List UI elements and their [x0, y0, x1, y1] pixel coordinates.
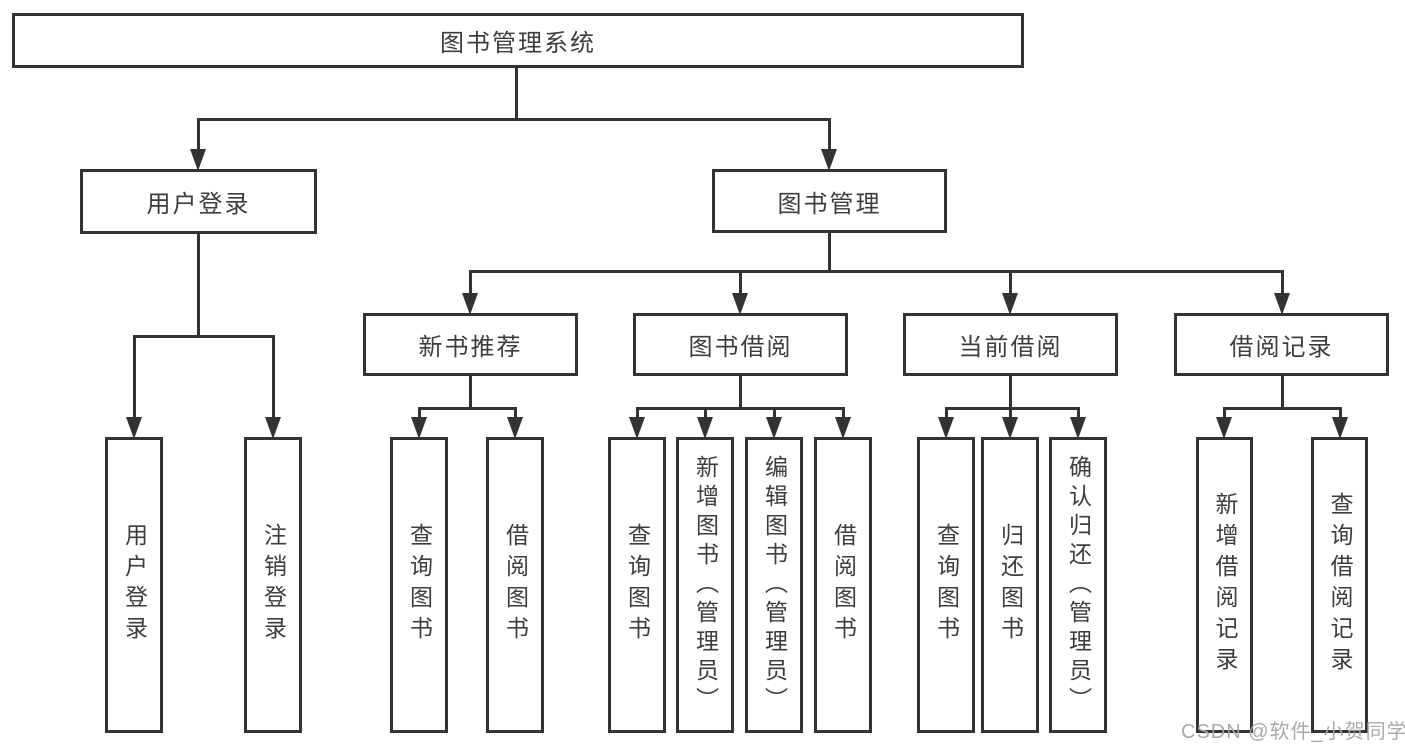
arrow-down-icon	[821, 149, 837, 171]
connector-drop	[945, 407, 948, 421]
leaf-label: 查询图书	[933, 523, 960, 647]
node-label: 用户登录	[146, 191, 251, 218]
arrow-down-icon	[697, 417, 713, 439]
connector-user-login-splitter	[133, 335, 274, 338]
arrow-down-icon	[1002, 293, 1018, 315]
node-label: 当前借阅	[958, 334, 1063, 361]
node-label: 图书管理系统	[440, 30, 596, 57]
leaf-label: 新增图书（管理员）	[692, 454, 719, 716]
connector-book-borrow-stem	[739, 376, 742, 407]
connector-drop	[1223, 407, 1226, 421]
arrow-down-icon	[411, 417, 427, 439]
arrow-down-icon	[629, 417, 645, 439]
arrow-down-icon	[507, 417, 523, 439]
connector-user-login-stem	[197, 234, 200, 335]
arrow-down-icon	[1274, 293, 1290, 315]
leaf-label: 确认归还（管理员）	[1065, 454, 1092, 716]
leaf-label: 归还图书	[997, 523, 1024, 647]
connector-borrow-records-splitter	[1223, 407, 1341, 410]
connector-new-book-stem	[469, 376, 472, 407]
connector-drop-book-borrow	[739, 270, 742, 297]
connector-current-borrow-splitter	[945, 407, 1079, 410]
leaf-label: 新增借阅记录	[1212, 492, 1238, 678]
node-current-borrow: 当前借阅	[903, 313, 1118, 376]
connector-drop-current-borrow	[1009, 270, 1012, 297]
connector-drop	[1339, 407, 1342, 421]
leaf-add-books-admin: 新增图书（管理员）	[676, 437, 734, 733]
leaf-label: 借阅图书	[502, 523, 529, 647]
leaf-label: 用户登录	[121, 523, 148, 647]
node-book-management: 图书管理	[712, 169, 947, 233]
node-book-borrow: 图书借阅	[633, 313, 848, 376]
leaf-label: 查询图书	[624, 523, 651, 647]
connector-level3-splitter	[469, 270, 1283, 273]
connector-book-management-stem	[828, 233, 831, 271]
arrow-down-icon	[938, 417, 954, 439]
leaf-return-books: 归还图书	[981, 437, 1039, 733]
arrow-down-icon	[265, 417, 281, 439]
arrow-down-icon	[126, 417, 142, 439]
connector-drop-book-management	[828, 118, 831, 154]
connector-root-stem	[515, 68, 518, 118]
connector-drop	[842, 407, 845, 421]
node-user-login: 用户登录	[80, 169, 317, 234]
node-label: 图书借阅	[688, 334, 793, 361]
arrow-down-icon	[732, 293, 748, 315]
connector-drop-leaf-logout	[272, 335, 275, 421]
leaf-query-books-recommend: 查询图书	[390, 437, 448, 733]
node-label: 借阅记录	[1229, 334, 1334, 361]
leaf-query-books-current: 查询图书	[917, 437, 975, 733]
connector-book-borrow-splitter	[636, 407, 844, 410]
connector-drop	[1077, 407, 1080, 421]
leaf-label: 查询借阅记录	[1327, 492, 1353, 678]
connector-drop	[1009, 407, 1012, 421]
arrow-down-icon	[1216, 417, 1232, 439]
leaf-confirm-return-admin: 确认归还（管理员）	[1049, 437, 1107, 733]
leaf-borrow-books: 借阅图书	[814, 437, 872, 733]
arrow-down-icon	[1002, 417, 1018, 439]
leaf-label: 注销登录	[260, 523, 287, 647]
arrow-down-icon	[190, 149, 206, 171]
arrow-down-icon	[835, 417, 851, 439]
connector-drop-borrow-records	[1281, 270, 1284, 297]
connector-drop	[636, 407, 639, 421]
leaf-add-borrow-record: 新增借阅记录	[1196, 437, 1253, 733]
leaf-borrow-books-recommend: 借阅图书	[486, 437, 544, 733]
csdn-watermark: CSDN @软件_小贺同学	[1181, 721, 1405, 743]
leaf-user-login: 用户登录	[105, 437, 163, 733]
leaf-label: 编辑图书（管理员）	[761, 454, 788, 716]
node-new-book-recommend: 新书推荐	[363, 313, 578, 376]
arrow-down-icon	[462, 293, 478, 315]
leaf-query-books-borrow: 查询图书	[608, 437, 666, 733]
connector-drop	[773, 407, 776, 421]
connector-drop-user-login	[197, 118, 200, 154]
connector-level2-splitter	[197, 118, 831, 121]
arrow-down-icon	[766, 417, 782, 439]
node-library-management-system: 图书管理系统	[12, 13, 1024, 68]
connector-drop	[514, 407, 517, 421]
leaf-query-borrow-record: 查询借阅记录	[1311, 437, 1368, 733]
connector-borrow-records-stem	[1281, 376, 1284, 407]
node-borrow-records: 借阅记录	[1174, 313, 1389, 376]
leaf-edit-books-admin: 编辑图书（管理员）	[745, 437, 803, 733]
leaf-label: 查询图书	[406, 523, 433, 647]
connector-drop	[418, 407, 421, 421]
connector-drop-new-book	[469, 270, 472, 297]
leaf-label: 借阅图书	[830, 523, 857, 647]
connector-current-borrow-stem	[1009, 376, 1012, 407]
arrow-down-icon	[1332, 417, 1348, 439]
arrow-down-icon	[1070, 417, 1086, 439]
connector-drop	[704, 407, 707, 421]
leaf-logout: 注销登录	[244, 437, 302, 733]
connector-new-book-splitter	[418, 407, 517, 410]
node-label: 图书管理	[777, 190, 882, 218]
node-label: 新书推荐	[418, 334, 523, 361]
connector-drop-leaf-user-login	[133, 335, 136, 421]
